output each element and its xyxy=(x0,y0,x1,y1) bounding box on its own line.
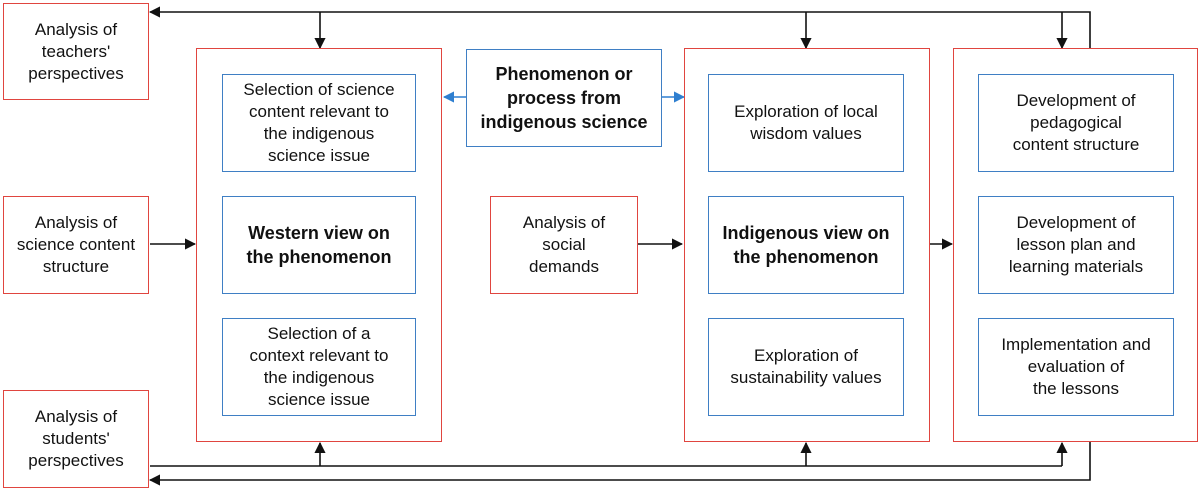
analysis-content-box: Analysis of science content structure xyxy=(3,196,149,294)
analysis-teachers-box: Analysis of teachers' perspectives xyxy=(3,3,149,100)
top-return-line xyxy=(148,6,1091,50)
indigenous-view-box: Indigenous view on the phenomenon xyxy=(708,196,904,294)
selection-content-box: Selection of science content relevant to… xyxy=(222,74,416,172)
development-structure-box: Development of pedagogical content struc… xyxy=(978,74,1174,172)
western-view-box: Western view on the phenomenon xyxy=(222,196,416,294)
analysis-social-box: Analysis of social demands xyxy=(490,196,638,294)
exploration-sustainability-box: Exploration of sustainability values xyxy=(708,318,904,416)
bottom-return-line xyxy=(148,440,1091,486)
phenomenon-box: Phenomenon or process from indigenous sc… xyxy=(466,49,662,147)
development-lesson-box: Development of lesson plan and learning … xyxy=(978,196,1174,294)
implementation-box: Implementation and evaluation of the les… xyxy=(978,318,1174,416)
exploration-wisdom-box: Exploration of local wisdom values xyxy=(708,74,904,172)
analysis-students-box: Analysis of students' perspectives xyxy=(3,390,149,488)
selection-context-box: Selection of a context relevant to the i… xyxy=(222,318,416,416)
